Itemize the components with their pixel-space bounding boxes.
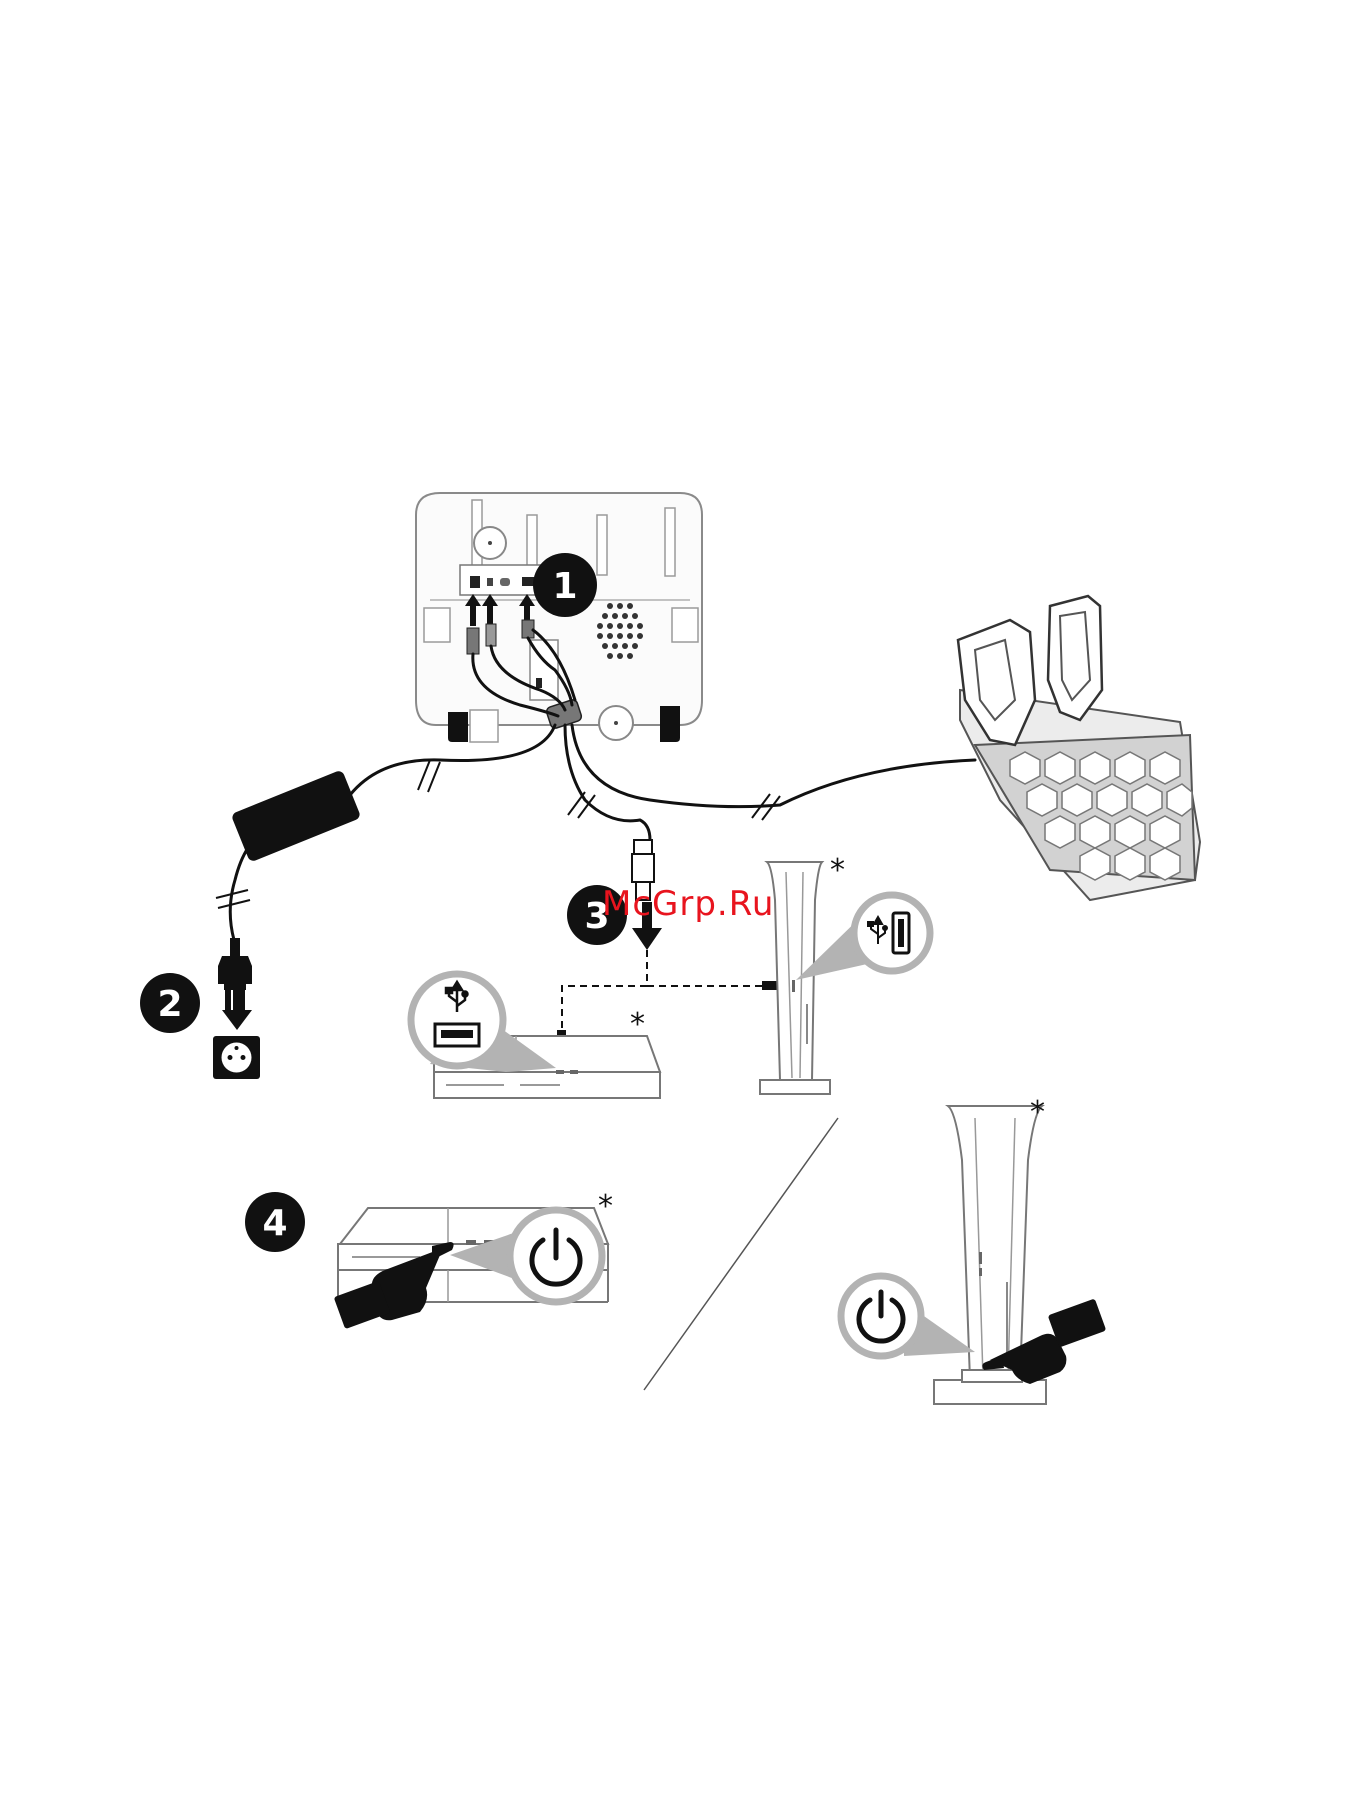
step-badge-1: 1 <box>533 553 597 617</box>
step-badge-2: 2 <box>140 973 200 1033</box>
svg-text:2: 2 <box>157 984 182 1025</box>
svg-text:4: 4 <box>262 1203 287 1244</box>
asterisk-ps5-top: * <box>830 853 845 888</box>
pedal-set <box>958 596 1200 900</box>
step-badge-4: 4 <box>245 1192 305 1252</box>
wall-socket-icon <box>213 1036 260 1079</box>
connection-dashed-lines <box>562 950 765 1030</box>
watermark-text: McGrp.Ru <box>602 884 774 924</box>
asterisk-ps4-top: * <box>630 1007 645 1042</box>
wheel-base <box>416 493 702 742</box>
asterisk-ps4-bottom: * <box>598 1189 613 1224</box>
ps5-console-top <box>760 862 930 1094</box>
asterisk-ps5-bottom: * <box>1030 1095 1045 1130</box>
power-adapter <box>231 769 362 862</box>
svg-text:1: 1 <box>552 566 577 607</box>
divider-line <box>644 1118 838 1390</box>
